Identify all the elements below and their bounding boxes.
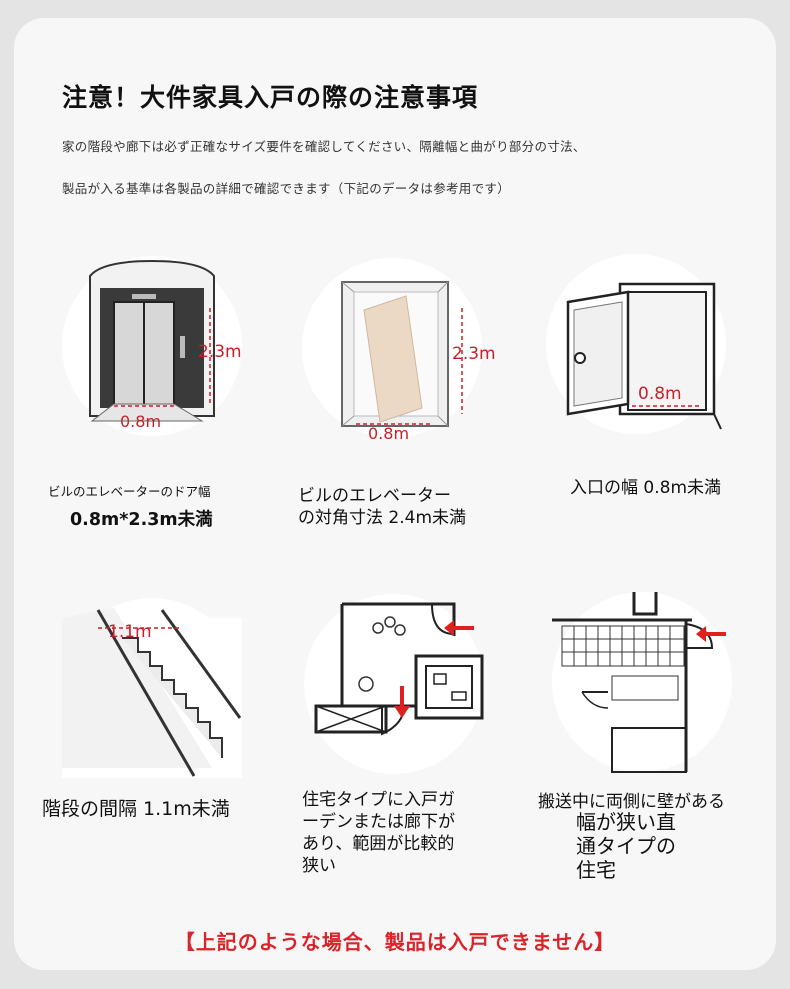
caption-entrance-width: 入口の幅 0.8m未満 <box>570 478 721 498</box>
interior-height-label: 2.3m <box>452 344 496 364</box>
entrance-width-label: 0.8m <box>638 384 682 404</box>
entrance-door-icon: 0.8m <box>546 254 726 434</box>
page-title: 注意！大件家具入戸の際の注意事項 <box>62 83 479 112</box>
caption-floor-plan-line1: 住宅タイプに入戸ガ <box>302 790 455 810</box>
notice-card <box>14 18 776 970</box>
warning-footer: 【上記のような場合、製品は入戸できません】 <box>174 930 616 954</box>
narrow-corridor-icon <box>552 592 732 773</box>
stair-width-label: 1.1m <box>108 622 152 642</box>
elevator-door-icon: 2.3m 0.8m <box>62 256 242 436</box>
caption-corridor-line4: 住宅 <box>576 858 616 882</box>
caption-elevator-door-small: ビルのエレベーターのドア幅 <box>48 484 211 499</box>
description-line-1: 家の階段や廊下は必ず正確なサイズ要件を確認してください、隔離幅と曲がり部分の寸法… <box>62 139 586 154</box>
caption-elevator-door-big: 0.8m*2.3m未満 <box>70 510 213 530</box>
caption-corridor-line2: 幅が狭い直 <box>576 810 676 834</box>
floor-plan-garden-icon <box>304 594 484 774</box>
description-line-2: 製品が入る基準は各製品の詳細で確認できます（下記のデータは参考用です） <box>62 181 511 196</box>
elevator-interior-icon: 2.3m 0.8m <box>302 258 496 443</box>
staircase-icon: 1.1m <box>62 598 242 778</box>
interior-width-label: 0.8m <box>368 424 410 443</box>
caption-corridor-line1: 搬送中に両側に壁がある <box>538 792 725 812</box>
caption-corridor-line3: 通タイプの <box>576 834 676 858</box>
caption-elevator-diagonal-line1: ビルのエレベーター <box>298 486 451 506</box>
caption-floor-plan-line4: 狭い <box>302 856 336 876</box>
caption-stair-width: 階段の間隔 1.1m未満 <box>42 798 230 820</box>
door-width-label: 0.8m <box>120 412 162 431</box>
door-height-label: 2.3m <box>198 342 242 362</box>
caption-floor-plan-line3: あり、範囲が比較的 <box>302 834 455 854</box>
caption-floor-plan-line2: ーデンまたは廊下が <box>302 812 455 832</box>
caption-elevator-diagonal-line2: の対角寸法 2.4m未満 <box>298 508 466 528</box>
